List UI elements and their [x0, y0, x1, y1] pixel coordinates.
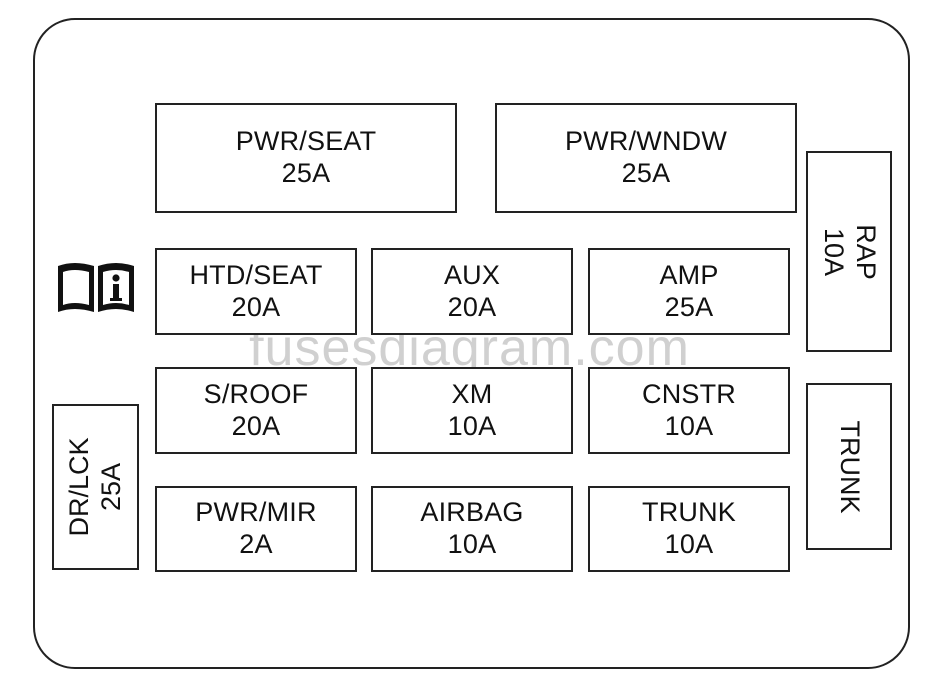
fuse-s-roof[interactable]: S/ROOF 20A [155, 367, 357, 454]
fuse-aux[interactable]: AUX 20A [371, 248, 573, 335]
fuse-label: RAP [850, 223, 881, 280]
fuse-rating: 10A [664, 410, 714, 441]
relay-trunk[interactable]: TRUNK [806, 383, 892, 550]
relay-trunk-text: TRUNK [833, 420, 865, 513]
fuse-rating: 25A [664, 291, 714, 322]
fuse-rating: 2A [239, 529, 273, 559]
fuse-rating: 25A [281, 158, 331, 188]
fuse-label: DR/LCK [63, 437, 94, 537]
fuse-rap[interactable]: RAP 10A [806, 151, 892, 352]
fuse-pwr-mir[interactable]: PWR/MIR 2A [155, 486, 357, 572]
fuse-label: TRUNK [642, 497, 736, 528]
fuse-rap-text: RAP 10A [817, 224, 881, 280]
fuse-label: PWR/MIR [195, 497, 317, 528]
fuse-label: PWR/SEAT [235, 126, 377, 157]
fuse-xm[interactable]: XM 10A [371, 367, 573, 454]
fuse-label: AUX [443, 259, 501, 290]
fuse-rating: 10A [819, 227, 849, 276]
fuse-rating: 20A [447, 291, 497, 322]
fuse-rating: 25A [95, 462, 126, 512]
fuse-label: AMP [659, 259, 719, 290]
fuse-rating: 10A [447, 410, 497, 441]
fuse-rating: 10A [664, 529, 714, 559]
fuse-pwr-seat[interactable]: PWR/SEAT 25A [155, 103, 457, 213]
relay-label: TRUNK [834, 420, 865, 513]
fuse-label: S/ROOF [203, 378, 309, 409]
fuse-htd-seat[interactable]: HTD/SEAT 20A [155, 248, 357, 335]
fuse-label: HTD/SEAT [189, 259, 323, 290]
fuse-dr-lck[interactable]: DR/LCK 25A [52, 404, 139, 570]
fuse-rating: 20A [231, 291, 281, 322]
fuse-label: AIRBAG [420, 497, 524, 528]
fuse-label: CNSTR [642, 378, 736, 409]
fuse-amp[interactable]: AMP 25A [588, 248, 790, 335]
fuse-airbag[interactable]: AIRBAG 10A [371, 486, 573, 572]
manual-info-icon [58, 263, 134, 312]
fuse-dr-lck-text: DR/LCK 25A [64, 437, 128, 536]
fuse-rating: 10A [447, 529, 497, 559]
fuse-trunk[interactable]: TRUNK 10A [588, 486, 790, 572]
fuse-label: PWR/WNDW [564, 126, 728, 157]
fuse-label: XM [451, 378, 493, 409]
fuse-pwr-wndw[interactable]: PWR/WNDW 25A [495, 103, 797, 213]
fuse-rating: 25A [621, 158, 671, 188]
fuse-rating: 20A [231, 410, 281, 441]
fuse-cnstr[interactable]: CNSTR 10A [588, 367, 790, 454]
